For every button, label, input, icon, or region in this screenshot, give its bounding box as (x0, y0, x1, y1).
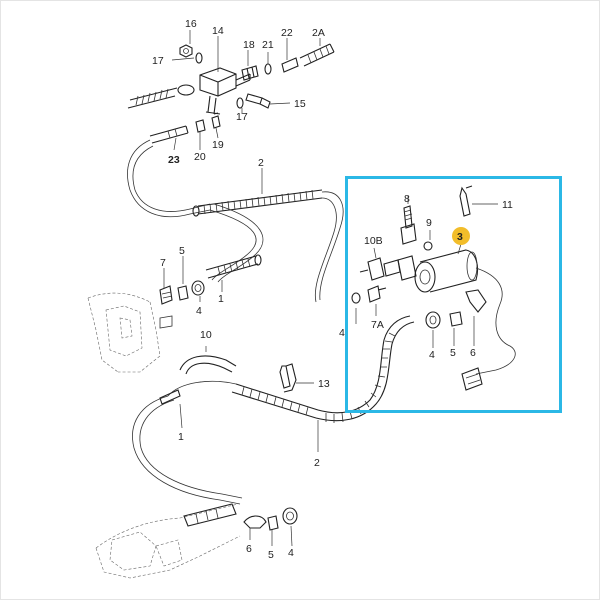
left-bracket-housing (87, 292, 173, 373)
labels: 16 14 18 21 22 2A 17 17 15 23 20 19 2 2 … (152, 18, 513, 561)
line-2-mid (209, 203, 264, 283)
label-6-lower: 6 (246, 543, 252, 555)
left-fittings-cluster (159, 254, 262, 305)
washer-17-top (195, 52, 203, 64)
hose-upper-left (127, 87, 178, 109)
fitting-5-box (449, 311, 463, 327)
label-1-left: 1 (218, 293, 224, 305)
nut-4-left (191, 280, 205, 296)
nut-20 (195, 119, 206, 133)
label-22: 22 (281, 27, 293, 39)
sensor-connector (461, 367, 483, 391)
fitting-6-lower (243, 515, 267, 529)
label-4-box-left: 4 (339, 327, 345, 339)
label-21: 21 (262, 39, 274, 51)
label-20: 20 (194, 151, 206, 163)
elbow-6 (465, 289, 487, 313)
line-10 (179, 355, 237, 375)
caliper-body (183, 503, 237, 527)
highlight-box (345, 176, 562, 413)
nipple-19 (211, 112, 221, 129)
label-3: 3 (457, 231, 463, 243)
label-4-lower: 4 (288, 547, 294, 559)
mount-bracket (397, 255, 417, 281)
label-2A: 2A (312, 27, 325, 39)
washer-17-lower (236, 97, 244, 109)
canister-3 (419, 249, 479, 293)
label-5-lower: 5 (268, 549, 274, 561)
leader-lines (163, 30, 498, 547)
label-1-lower: 1 (178, 431, 184, 443)
label-10: 10 (200, 329, 212, 341)
label-15: 15 (294, 98, 306, 110)
fitting-1-lower (159, 389, 181, 405)
label-18: 18 (243, 39, 255, 51)
hose-2A (299, 43, 335, 67)
label-9: 9 (426, 217, 432, 229)
label-10B: 10B (364, 235, 383, 247)
label-23: 23 (168, 154, 180, 166)
distribution-block (199, 67, 237, 97)
highlight-badge (452, 227, 470, 245)
line-1-lower (132, 389, 243, 505)
label-17-top: 17 (152, 55, 164, 67)
label-4-left: 4 (196, 305, 202, 317)
fitting-22 (281, 57, 299, 73)
label-16: 16 (185, 18, 197, 30)
label-5-box: 5 (450, 347, 456, 359)
fitting-5-left (177, 285, 189, 301)
valve-10B (359, 257, 385, 281)
label-11: 11 (502, 199, 513, 211)
sensor-wire (475, 267, 516, 375)
union-18 (241, 65, 259, 81)
housing-fitting (159, 315, 173, 329)
nut-4-box (425, 311, 441, 329)
highlighted-components (351, 185, 516, 391)
line-2-upper (127, 139, 211, 218)
distribution-block-assembly (127, 43, 335, 144)
label-6-box: 6 (470, 347, 476, 359)
ring-21 (264, 63, 272, 75)
label-4-box: 4 (429, 349, 435, 361)
clip-13 (279, 363, 297, 393)
fitting-7-left (159, 285, 173, 305)
clip-11 (459, 185, 473, 217)
block-fitting-left (177, 84, 195, 96)
nut-16 (179, 44, 193, 58)
label-5-left: 5 (179, 245, 185, 257)
caliper-assembly (95, 503, 298, 579)
label-13: 13 (318, 378, 330, 390)
label-2-upper: 2 (258, 157, 264, 169)
label-8: 8 (404, 193, 410, 205)
bolt-15 (245, 93, 271, 109)
washer-4-box (351, 292, 361, 304)
bolt-8 (403, 205, 413, 229)
block-fitting-bottom (205, 95, 221, 115)
label-17-lower: 17 (236, 111, 248, 123)
fitting-5-lower (267, 515, 279, 531)
coiled-hose-upper (192, 189, 344, 303)
label-7-left: 7 (160, 257, 166, 269)
washer-9 (423, 241, 433, 251)
fitting-7A (367, 285, 387, 303)
label-14: 14 (212, 25, 224, 37)
label-7A: 7A (371, 319, 384, 331)
label-19: 19 (212, 139, 224, 151)
label-2-lower: 2 (314, 457, 320, 469)
nut-4-lower (282, 507, 298, 525)
